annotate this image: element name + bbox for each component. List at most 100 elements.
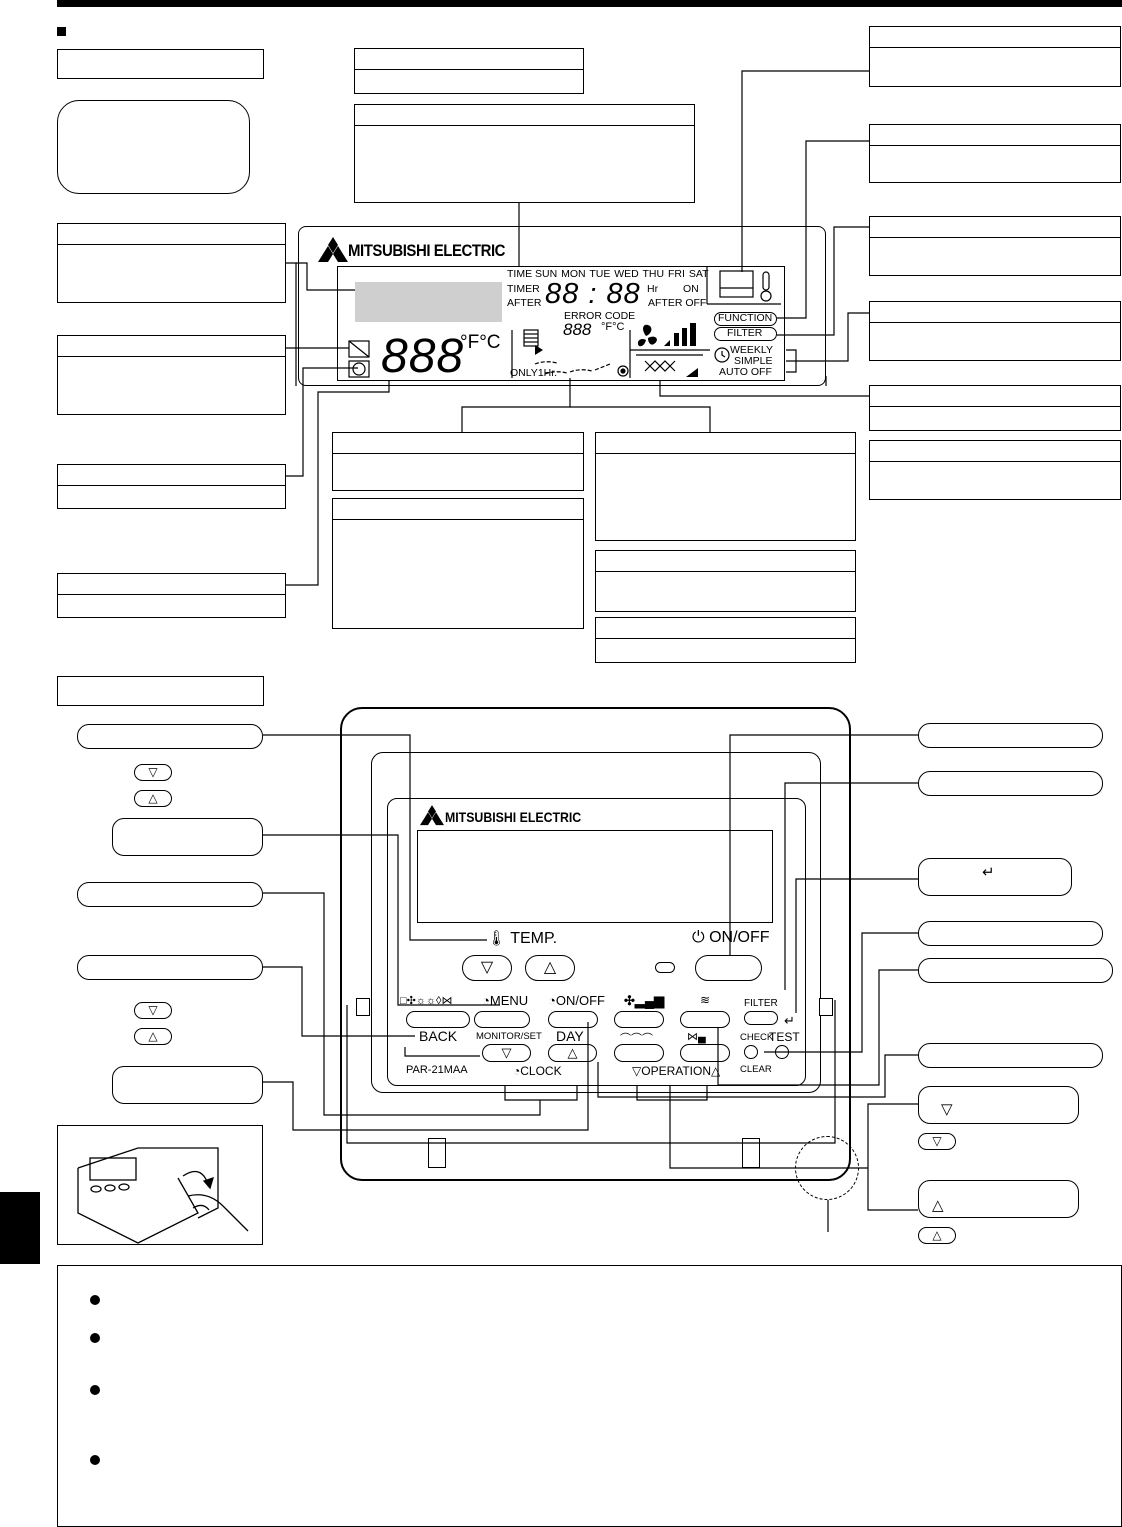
enter-key-icon: ↵ — [982, 864, 995, 881]
clock-down-key-icon: ▽ — [134, 1002, 172, 1019]
clear-label: CLEAR — [740, 1064, 772, 1075]
lcd-error-code-label: ERROR CODE — [564, 310, 636, 322]
fan-speed-icon: ✣▂▄▆ — [624, 993, 665, 1008]
day-tue: TUE — [589, 268, 611, 280]
operation-down-glyph: ▽ — [941, 1101, 953, 1118]
lcd-time-label: TIME — [507, 268, 533, 280]
check-button[interactable] — [744, 1045, 758, 1059]
side-tab — [0, 1192, 40, 1264]
lcd-hr-label: Hr — [647, 283, 659, 295]
cover-illustration — [57, 1125, 263, 1245]
filter-button[interactable] — [744, 1011, 778, 1025]
mode-icons-label: □✣☼☼◊⋈ — [400, 995, 453, 1007]
lcd-days: SUN MON TUE WED THU FRI SAT — [535, 269, 709, 280]
lcd-temp-digits: 888 — [381, 330, 465, 383]
callout-on-off-button — [918, 723, 1103, 748]
lcd-only1hr-label: ONLY1Hr. — [510, 367, 558, 379]
callout-right-5 — [869, 385, 1121, 431]
section-marker — [57, 27, 66, 36]
notes-box — [57, 1265, 1122, 1527]
operation-lamp — [655, 962, 675, 973]
callout-temp-button — [77, 724, 263, 749]
callout-right-2 — [869, 124, 1121, 183]
clock-up-key-icon: △ — [134, 1028, 172, 1045]
callout-right-mid-1 — [595, 432, 856, 541]
callout-left-1 — [57, 223, 286, 303]
temp-down-button[interactable]: ▽ — [462, 955, 512, 981]
fan-speed-button[interactable] — [614, 1011, 664, 1028]
display-section-heading — [57, 49, 264, 79]
mitsubishi-logo-icon — [420, 805, 444, 826]
callout-left-3 — [57, 464, 286, 509]
mode-button[interactable] — [406, 1011, 470, 1028]
bullet-2 — [90, 1333, 100, 1343]
operation-up-symbol: △ — [711, 1064, 721, 1078]
day-label: DAY — [556, 1028, 584, 1044]
menu-label-text: MENU — [489, 993, 529, 1008]
lcd-weekly-label: WEEKLY — [730, 344, 773, 356]
operation-down-key-icon: ▽ — [918, 1133, 956, 1150]
temp-up-key-icon: △ — [134, 790, 172, 807]
callout-operation-down — [918, 1086, 1079, 1124]
monitor-set-label: MONITOR/SET — [476, 1031, 542, 1042]
day-sat: SAT — [688, 268, 709, 280]
louver-icon: ≋ — [700, 993, 711, 1007]
timer-on-off-label: ◔ON/OFF — [548, 993, 605, 1008]
lcd-timer-label: TIMER — [507, 283, 540, 295]
left-clip — [428, 1138, 446, 1168]
lcd-function-label: FUNCTION — [718, 312, 773, 324]
vane-button[interactable] — [680, 1011, 730, 1028]
lcd-after-label: AFTER — [507, 297, 542, 309]
menu-button[interactable] — [474, 1011, 530, 1028]
temp-up-button[interactable]: △ — [525, 955, 575, 981]
callout-center-clock — [354, 104, 695, 203]
buttons-section-heading — [57, 676, 264, 706]
bullet-4 — [90, 1455, 100, 1465]
callout-right-mid-2 — [595, 550, 856, 612]
filter-indicator — [714, 327, 777, 341]
operation-down-button[interactable] — [614, 1044, 664, 1062]
lcd-simple-label: SIMPLE — [734, 355, 773, 367]
callout-left-4 — [57, 573, 286, 618]
lcd-temp-unit: °F°C — [460, 332, 501, 353]
open-cover-icon — [77, 1147, 249, 1244]
callout-operation-up — [918, 1180, 1079, 1218]
lcd-on-label: ON — [683, 283, 699, 295]
on-off-label-text: ON/OFF — [709, 929, 770, 946]
lcd-small-digits: 888 — [563, 320, 592, 339]
clock-up-button[interactable]: △ — [548, 1044, 597, 1062]
temp-label-text: TEMP. — [510, 930, 558, 947]
callout-right-1 — [869, 26, 1121, 87]
callout-menu-button — [112, 818, 263, 856]
operation-down-symbol: ▽ — [632, 1064, 642, 1078]
left-slot — [356, 998, 370, 1016]
lcd-filter-label: FILTER — [727, 327, 763, 339]
day-thu: THU — [642, 268, 665, 280]
day-sun: SUN — [535, 268, 558, 280]
on-off-button[interactable] — [695, 955, 762, 981]
clock-label: ◔CLOCK — [513, 1064, 562, 1078]
test-label: TEST — [769, 1030, 800, 1044]
callout-right-3 — [869, 216, 1121, 276]
enter-icon: ↵ — [784, 1013, 795, 1028]
callout-test-button — [918, 1043, 1103, 1068]
lcd-auto-off-label: AUTO OFF — [719, 366, 772, 378]
back-label: BACK — [419, 1028, 458, 1044]
on-off-label: ⏻ ON/OFF — [692, 929, 770, 947]
operation-label-text: OPERATION — [641, 1064, 712, 1078]
operation-up-key-icon: △ — [918, 1227, 956, 1244]
controller-lcd — [417, 830, 773, 923]
callout-right-6 — [869, 440, 1121, 500]
lcd-after-off-label: AFTER OFF — [648, 297, 707, 309]
bullet-3 — [90, 1385, 100, 1395]
ventilation-icon: ⋈▄ — [687, 1031, 706, 1043]
vane-swing-icon: ⌒⌒⌒ — [620, 1033, 653, 1045]
callout-mid-1 — [332, 432, 584, 491]
mitsubishi-logo-icon — [318, 237, 348, 262]
timer-on-off-button[interactable] — [548, 1011, 598, 1028]
temp-down-key-icon: ▽ — [134, 764, 172, 781]
clock-down-button[interactable]: ▽ — [482, 1044, 531, 1062]
lcd-small-unit: °F°C — [601, 321, 625, 333]
